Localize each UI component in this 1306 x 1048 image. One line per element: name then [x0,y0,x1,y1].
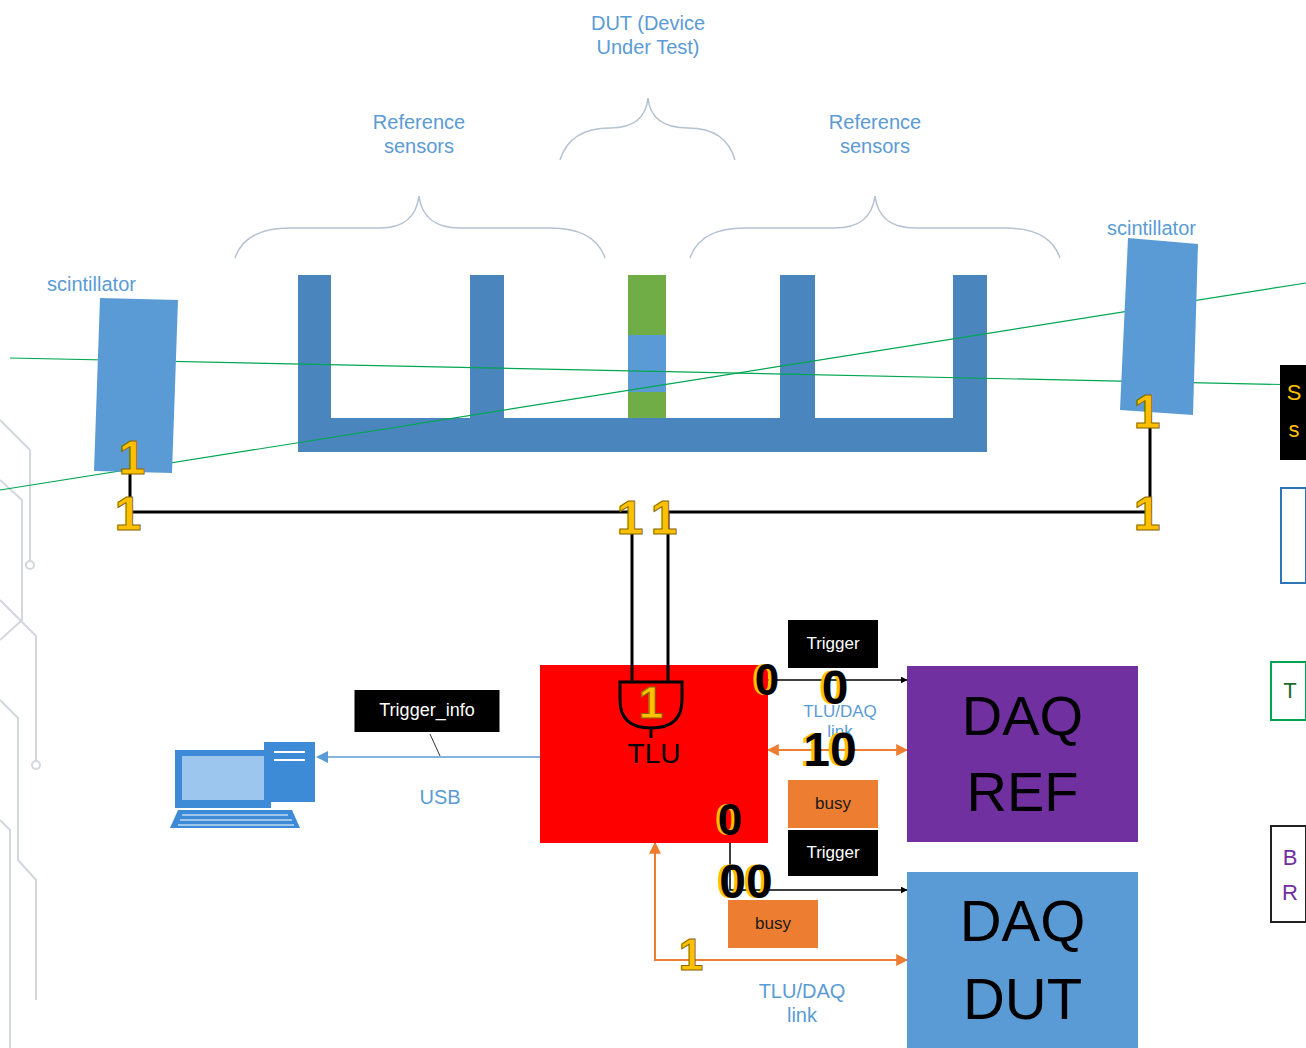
signal-state-number: 1 [639,677,663,730]
component-label: scintillator [1107,216,1212,240]
signal-state-number: 0 [718,794,742,847]
link-label: TLU/DAQ link [752,978,852,1028]
signal-wire [130,472,632,665]
usb-link [316,734,540,763]
legend-fragments [1271,365,1306,922]
legend-fragment: S [1287,380,1302,406]
reference-braces [235,98,1060,258]
group-label: Reference sensors [354,110,484,158]
box-title: DAQ REF [927,678,1118,829]
box-title: TLU [540,737,768,771]
legend-fragment: B [1283,845,1298,871]
signal-box: busy [728,900,818,948]
beam-tracks [0,283,1306,490]
computer-icon [170,742,315,828]
signal-state-number: 1 [617,489,644,547]
signal-box: busy [788,780,878,828]
signal-wire [668,416,1150,665]
scintillator-shape [40,268,190,474]
group-label: Reference sensors [810,110,940,158]
signal-box: Trigger [788,830,878,876]
signal-state-number: 0 [755,654,779,707]
legend-fragment: R [1282,880,1298,906]
signal-state-number: 1 [1134,485,1161,543]
signal-state-number: 1 [119,429,146,487]
legend-fragment: T [1283,678,1296,704]
daq-box: DAQ DUT [907,872,1138,1048]
signal-state-number: 0 [822,659,849,717]
scintillator-panel: scintillator [40,268,190,474]
link-label: USB [419,785,460,809]
dut-title: DUT (Device Under Test) [573,11,723,59]
component-label: scintillator [47,272,190,296]
signal-state-number: 1 [1134,383,1161,441]
telescope-frame [298,275,987,452]
daq-box: DAQ REF [907,666,1138,842]
signal-state-number: 1 [679,929,703,982]
signal-box: Trigger [788,620,878,668]
box-title: DAQ DUT [927,882,1118,1039]
signal-box: Trigger_info [355,690,500,732]
signal-state-number: 1 [115,485,142,543]
dut-sensor [628,275,666,418]
circuit-decoration [0,420,40,1048]
legend-fragment: s [1289,417,1300,443]
signal-state-number: 10 [803,721,856,779]
signal-state-number: 1 [651,489,678,547]
